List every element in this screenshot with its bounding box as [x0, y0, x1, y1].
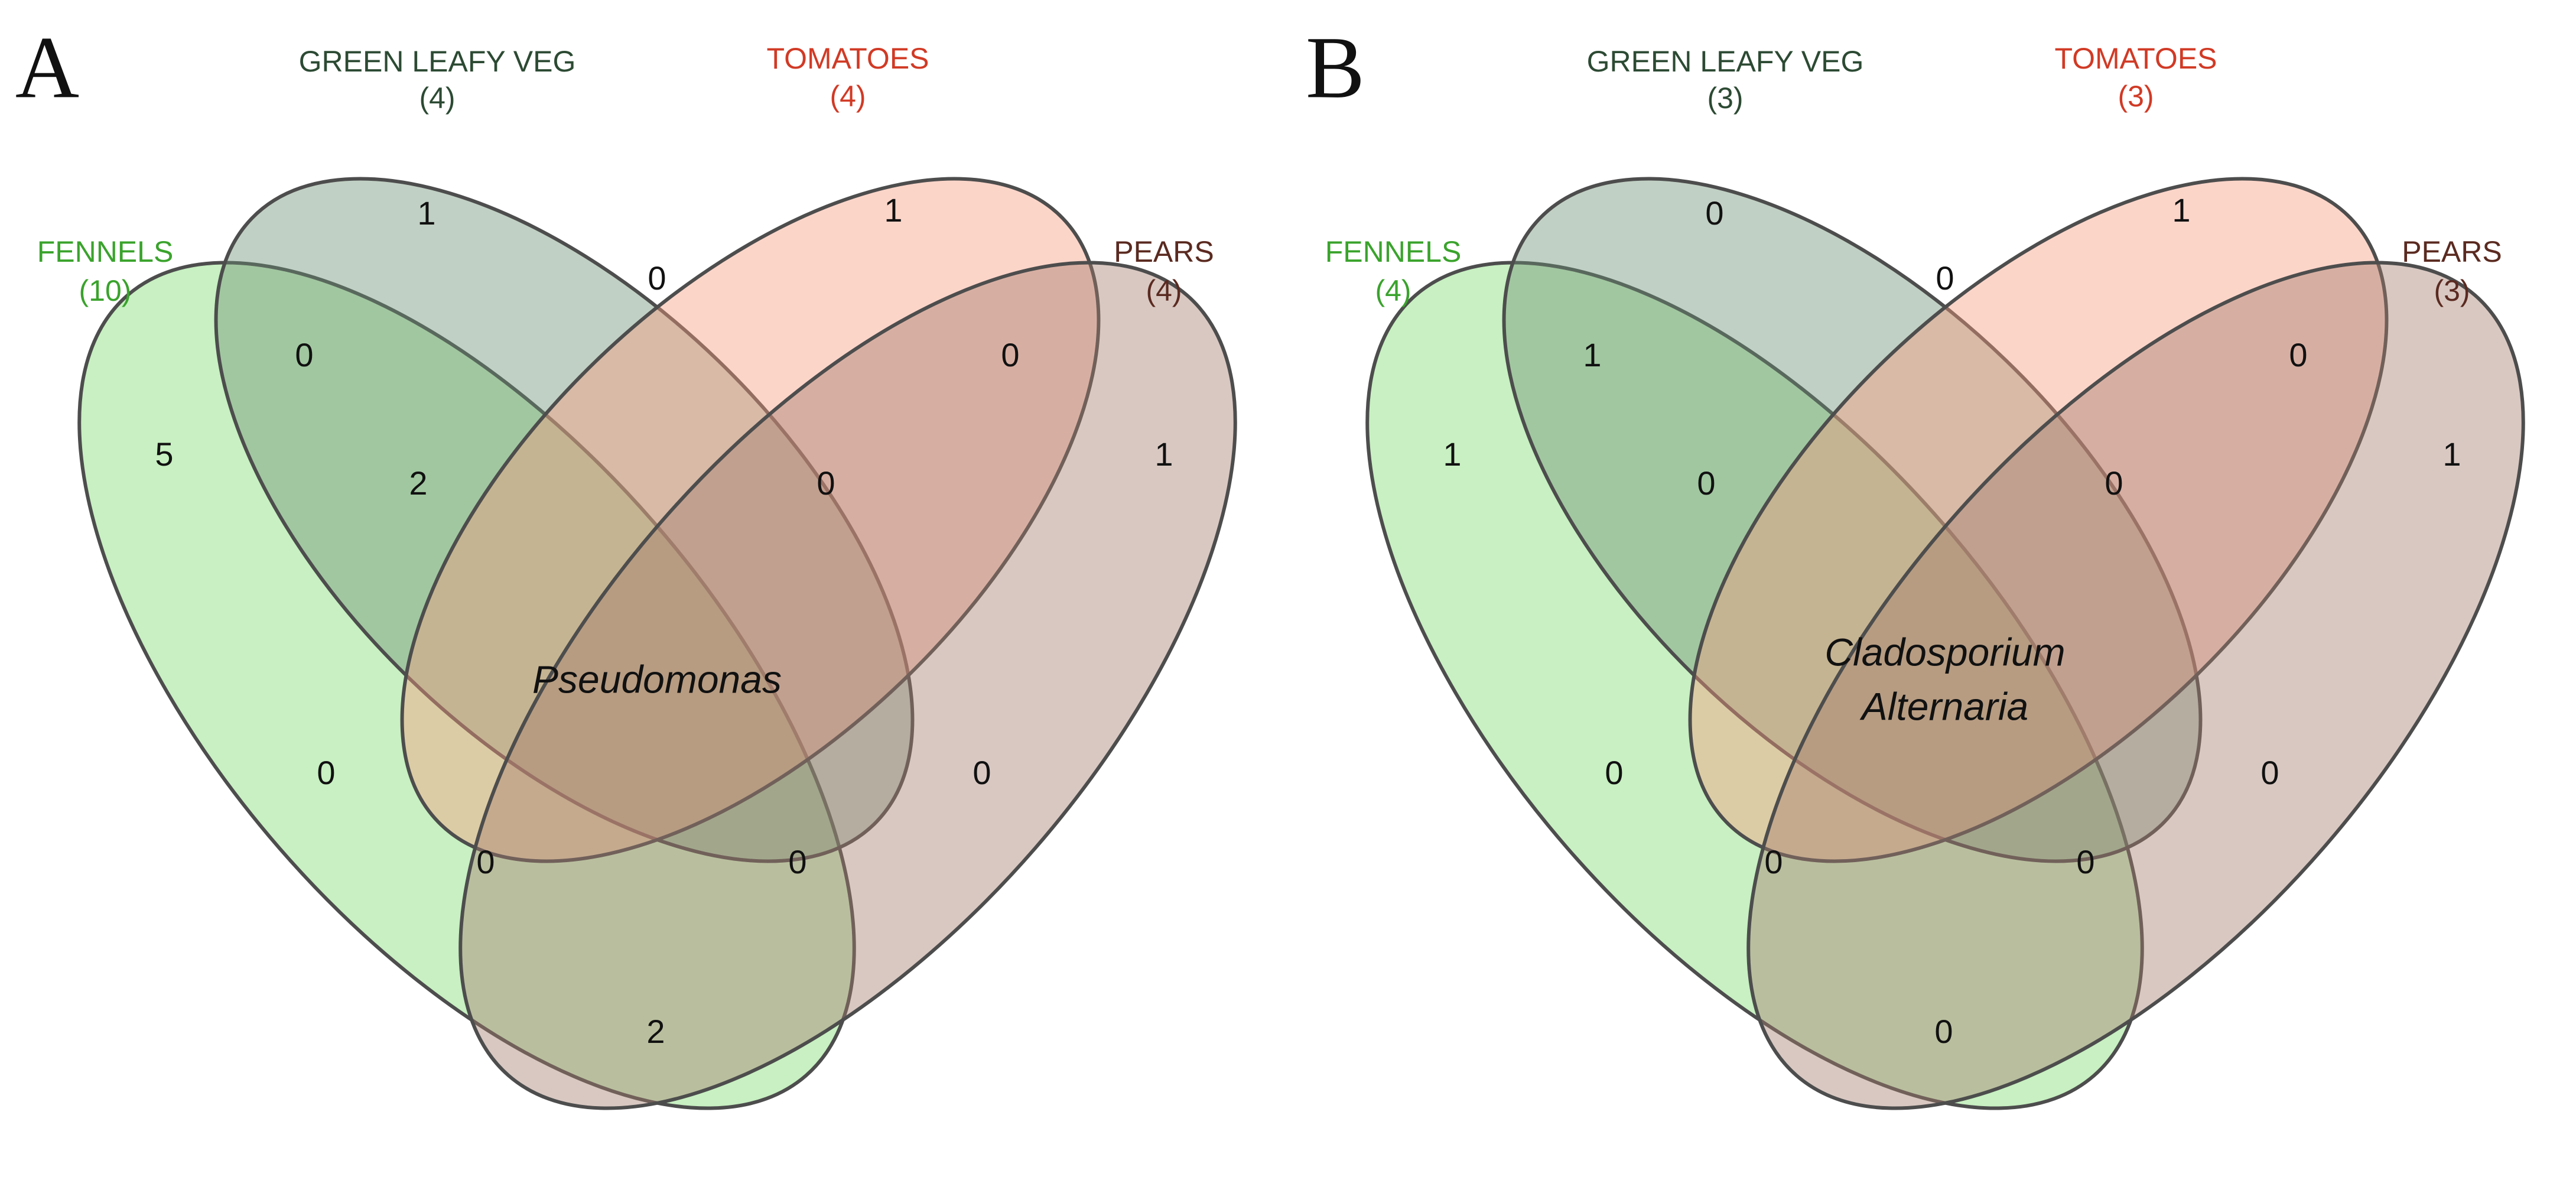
center-label: Pseudomonas [532, 657, 782, 701]
green-leafy-veg-label: GREEN LEAFY VEG [1587, 45, 1864, 78]
region-value-ftp: 0 [788, 843, 806, 880]
center-label: Cladosporium [1824, 630, 2065, 674]
region-value-fgp: 0 [476, 843, 495, 880]
pears-ellipse [1746, 261, 2525, 1110]
tomatoes-label: TOMATOES [766, 42, 929, 75]
fennels-ellipse [77, 261, 856, 1110]
region-value-f_only: 1 [1443, 435, 1461, 473]
region-value-gp: 0 [2260, 754, 2279, 791]
region-value-gt: 0 [1936, 259, 1954, 297]
region-value-t_only: 1 [2172, 191, 2190, 229]
fennels-ellipse [1365, 261, 2144, 1110]
venn-panel-a: A GREEN LEAFY VEG (4) TOMATOES (4) FENNELS (10… [15, 18, 1237, 1110]
green-leafy-veg-label: GREEN LEAFY VEG [299, 45, 576, 78]
pears-label: PEARS [1114, 235, 1214, 268]
region-value-fg: 1 [1583, 336, 1601, 373]
region-value-g_only: 0 [1705, 194, 1723, 232]
pears-count: (3) [2434, 274, 2470, 307]
region-value-tp: 0 [1001, 336, 1019, 373]
region-value-p_only: 1 [2442, 435, 2461, 473]
tomatoes-ellipse [400, 177, 1101, 863]
tomatoes-count: (4) [830, 80, 866, 113]
green-leafy-veg-ellipse [214, 177, 915, 863]
region-value-fp: 0 [317, 754, 335, 791]
green-leafy-veg-count: (4) [419, 82, 455, 115]
region-value-ftp: 0 [2076, 843, 2094, 880]
fennels-count: (4) [1375, 274, 1411, 307]
region-value-gt: 0 [648, 259, 666, 297]
region-value-f_only: 5 [155, 435, 173, 473]
tomatoes-count: (3) [2118, 80, 2154, 113]
region-value-tp: 0 [2289, 336, 2307, 373]
panel-letter: A [15, 18, 79, 116]
region-value-ft: 0 [1934, 1013, 1953, 1050]
tomatoes-label: TOMATOES [2054, 42, 2217, 75]
region-value-fp: 0 [1605, 754, 1623, 791]
region-value-fgp: 0 [1764, 843, 1783, 880]
region-value-fg: 0 [295, 336, 313, 373]
region-value-gtp: 0 [817, 464, 835, 502]
green-leafy-veg-count: (3) [1707, 82, 1743, 115]
tomatoes-ellipse [1688, 177, 2389, 863]
fennels-label: FENNELS [1325, 235, 1462, 268]
venn-panel-b: B GREEN LEAFY VEG (3) TOMATOES (3) FENNELS (4)… [1306, 18, 2525, 1110]
fennels-count: (10) [79, 274, 132, 307]
region-value-t_only: 1 [884, 191, 902, 229]
region-value-ft: 2 [646, 1013, 665, 1050]
fennels-label: FENNELS [37, 235, 174, 268]
pears-ellipse [458, 261, 1237, 1110]
region-value-gtp: 0 [2105, 464, 2123, 502]
region-value-p_only: 1 [1154, 435, 1173, 473]
pears-label: PEARS [2402, 235, 2502, 268]
region-value-fgt: 2 [409, 464, 427, 502]
region-value-gp: 0 [972, 754, 991, 791]
region-value-fgt: 0 [1697, 464, 1715, 502]
green-leafy-veg-ellipse [1502, 177, 2203, 863]
center-label: Alternaria [1859, 684, 2028, 728]
region-value-g_only: 1 [417, 194, 435, 232]
pears-count: (4) [1146, 274, 1182, 307]
panel-letter: B [1306, 18, 1365, 116]
